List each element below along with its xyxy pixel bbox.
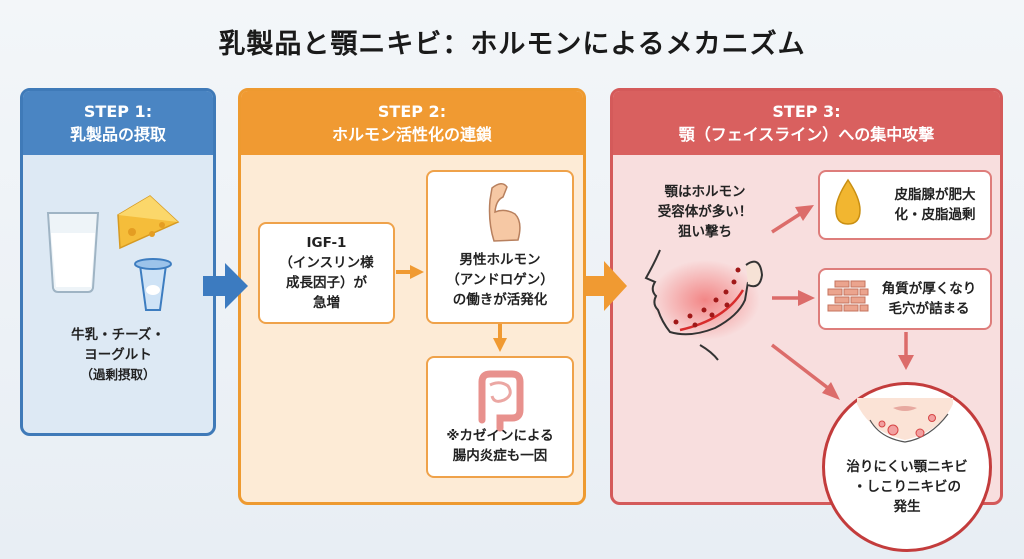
- step1-text: 牛乳・チーズ・ ヨーグルト （過剰摂取）: [20, 325, 216, 385]
- oil-drop-icon: [835, 178, 861, 225]
- androgen-line: の働きが活発化: [452, 292, 548, 308]
- jaw-note-line: 顎はホルモン: [664, 184, 746, 200]
- step2-header: STEP 2: ホルモン活性化の連鎖: [241, 91, 583, 155]
- step1-header: STEP 1: 乳製品の摂取: [23, 91, 213, 155]
- step1-label: STEP 1:: [83, 102, 153, 121]
- result-circle: 治りにくい顎ニキビ ・しこりニキビの 発生: [822, 382, 992, 552]
- arrow-jaw-to-sebum: [771, 205, 814, 234]
- arrow-keratin-to-result: [898, 332, 914, 370]
- step1-line: 牛乳・チーズ・: [71, 327, 165, 343]
- igf-line: （インスリン様: [279, 255, 374, 271]
- igf1-box: IGF-1 （インスリン様成長因子）が急増: [258, 222, 395, 324]
- intestine-icon: [478, 370, 524, 432]
- arrow-androgen-to-casein: [493, 324, 507, 352]
- milk-glass-icon: [46, 212, 100, 293]
- result-line: 治りにくい顎ニキビ: [846, 459, 968, 475]
- arrow-step1-to-step2: [203, 263, 248, 309]
- page-title: 乳製品と顎ニキビ：ホルモンによるメカニズム: [218, 29, 806, 60]
- arrow-jaw-to-keratin: [772, 290, 815, 306]
- yogurt-icon: [134, 258, 172, 311]
- androgen-line: 男性ホルモン: [459, 252, 541, 268]
- step1-line: ヨーグルト: [84, 347, 152, 363]
- jaw-note-line: 狙い撃ち: [678, 224, 732, 240]
- sebum-line: 化・皮脂過剰: [894, 207, 976, 223]
- muscle-arm-icon: [488, 183, 521, 242]
- step1-line: （過剰摂取）: [80, 367, 156, 382]
- igf-line: IGF-1: [306, 235, 347, 251]
- step2-title: ホルモン活性化の連鎖: [331, 125, 492, 144]
- cheese-icon: [117, 195, 180, 250]
- chin-acne-illustration: [857, 398, 953, 443]
- igf-line: 急増: [313, 295, 340, 311]
- step1-panel: STEP 1: 乳製品の摂取: [20, 88, 216, 436]
- casein-line: 腸内炎症も一因: [452, 448, 548, 464]
- step1-title: 乳製品の摂取: [69, 125, 166, 144]
- keratin-line: 角質が厚くなり: [881, 281, 977, 297]
- brick-wall-icon: [827, 280, 869, 312]
- step3-header: STEP 3: 顎（フェイスライン）への集中攻撃: [613, 91, 1000, 155]
- arrow-jaw-to-result: [770, 343, 840, 400]
- androgen-box: 男性ホルモン （アンドロゲン） の働きが活発化: [426, 170, 574, 324]
- step2-label: STEP 2:: [377, 102, 447, 121]
- step3-label: STEP 3:: [772, 102, 841, 121]
- result-line: ・しこりニキビの: [853, 479, 961, 495]
- result-line: 発生: [893, 499, 921, 515]
- igf-line: 成長因子）が: [286, 275, 367, 291]
- arrow-step2-to-step3: [586, 261, 627, 311]
- jaw-face-illustration: [644, 249, 764, 361]
- keratin-line: 毛穴が詰まる: [888, 301, 970, 317]
- casein-line: ※カゼインによる: [446, 428, 554, 444]
- arrow-igf-to-androgen: [396, 265, 424, 279]
- step3-title: 顎（フェイスライン）への集中攻撃: [678, 125, 935, 144]
- jaw-note-line: 受容体が多い！: [657, 204, 753, 220]
- androgen-line: （アンドロゲン）: [446, 272, 554, 288]
- sebum-line: 皮脂腺が肥大: [894, 187, 976, 203]
- jaw-note: 顎はホルモン受容体が多い！ 狙い撃ち: [640, 182, 770, 242]
